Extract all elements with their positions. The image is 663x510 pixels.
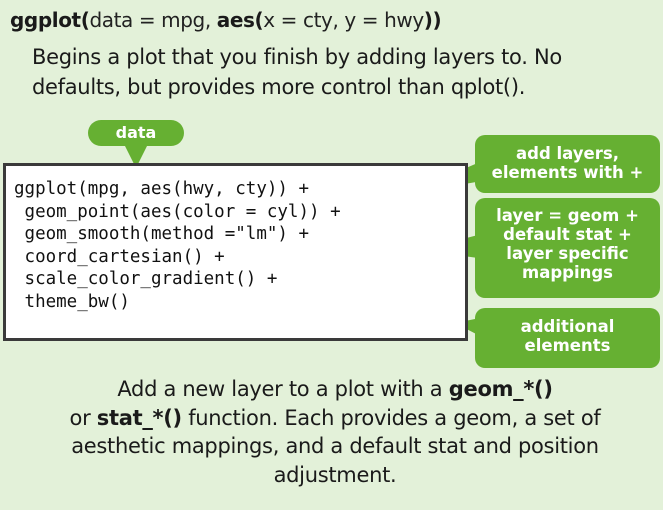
callout-line: elements with + [491, 163, 644, 182]
callout-line: add layers, [516, 144, 619, 163]
signature-close: )) [423, 8, 442, 32]
code-example: ggplot(mpg, aes(hwy, cty)) + geom_point(… [14, 178, 341, 313]
code-line: theme_bw() [14, 291, 130, 312]
footer-text: Add a new layer to a plot with a [117, 377, 449, 401]
aes-fn-name: aes( [216, 8, 264, 32]
callout-layer-definition: layer = geom + default stat + layer spec… [475, 198, 660, 298]
callout-line: layer specific [506, 244, 629, 263]
ggplot-fn-name: ggplot( [10, 8, 90, 32]
callout-line: default stat + [503, 225, 632, 244]
callout-add-layers: add layers, elements with + [475, 135, 660, 193]
layer-description: Add a new layer to a plot with a geom_*(… [40, 375, 630, 489]
footer-text: or [69, 405, 97, 430]
aes-args: x = cty, y = hwy [263, 8, 424, 32]
code-line: ggplot(mpg, aes(hwy, cty)) + [14, 179, 310, 199]
footer-text: function. Each provides a geom, a set of… [71, 405, 601, 487]
data-arg: data = mpg, [89, 8, 217, 32]
callout-line: additional [520, 317, 615, 336]
callout-additional-elements: additional elements [475, 308, 660, 368]
ggplot-description: Begins a plot that you finish by adding … [32, 45, 562, 99]
callout-line: elements [524, 336, 611, 355]
function-signature: ggplot(data = mpg, aes(x = cty, y = hwy)… [10, 6, 442, 34]
code-line: geom_point(aes(color = cyl)) + [14, 201, 341, 222]
geom-fn: geom_*() [448, 377, 553, 401]
callout-line: mappings [522, 263, 613, 282]
stat-fn: stat_*() [96, 405, 182, 430]
code-line: coord_cartesian() + [14, 246, 225, 267]
code-line: geom_smooth(method ="lm") + [14, 224, 310, 244]
data-tag: data [88, 120, 184, 146]
callout-line: layer = geom + [496, 206, 639, 225]
code-line: scale_color_gradient() + [14, 269, 278, 289]
data-tag-pointer [125, 146, 147, 168]
code-example-box: ggplot(mpg, aes(hwy, cty)) + geom_point(… [3, 163, 468, 341]
